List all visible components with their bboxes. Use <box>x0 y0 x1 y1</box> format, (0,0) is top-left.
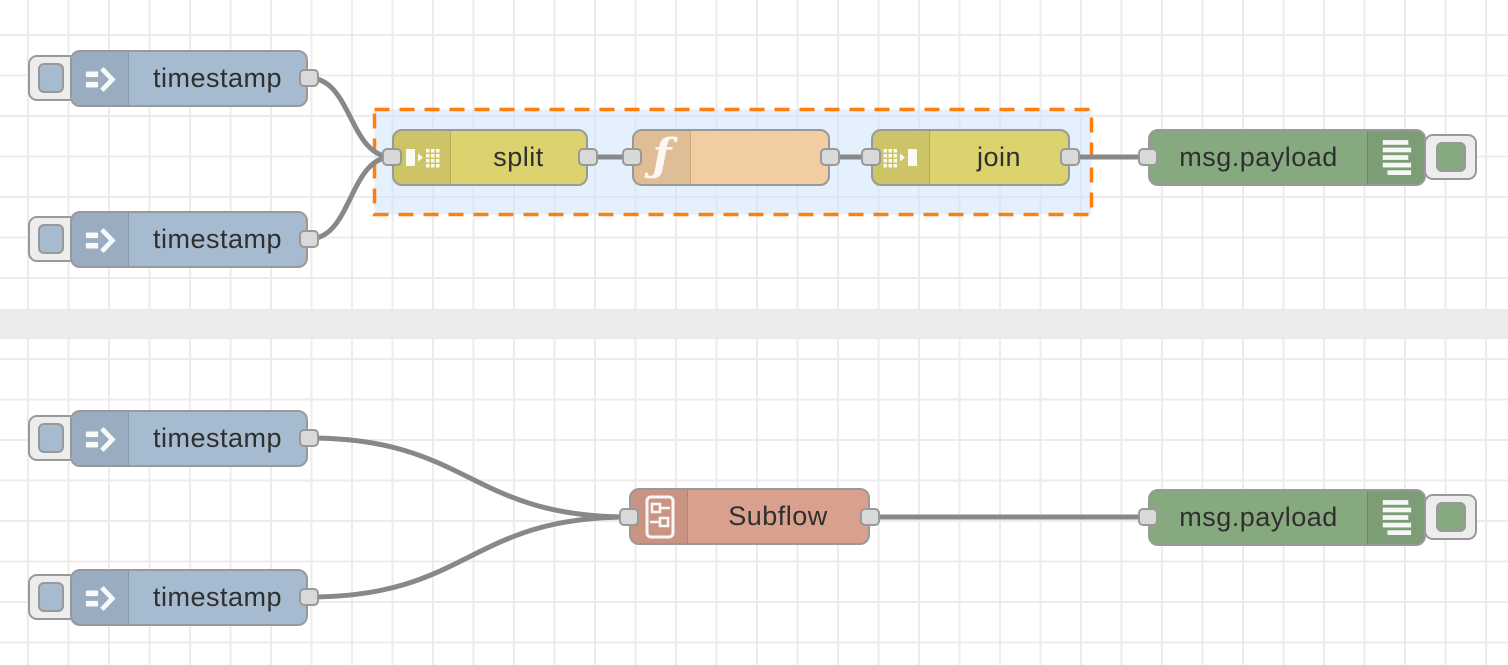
inject-button-face[interactable] <box>38 63 64 93</box>
wire-inject3-subflow[interactable] <box>306 435 632 520</box>
function-f-icon: ƒ <box>652 129 672 181</box>
output-port[interactable] <box>299 429 319 447</box>
node-label: msg.payload <box>1179 502 1338 532</box>
node-inject-4[interactable]: timestamp <box>70 569 308 626</box>
inject-button[interactable] <box>28 415 78 461</box>
input-port[interactable] <box>622 148 642 166</box>
node-label: msg.payload <box>1179 142 1338 172</box>
wire-inject4-subflow[interactable] <box>306 514 632 600</box>
node-split[interactable]: split <box>392 129 588 186</box>
node-label: timestamp <box>152 582 283 612</box>
input-port[interactable] <box>382 148 402 166</box>
node-label: timestamp <box>152 224 283 254</box>
node-inject-1[interactable]: timestamp <box>70 50 308 107</box>
input-port[interactable] <box>861 148 881 166</box>
output-port[interactable] <box>860 508 880 526</box>
inject-icon-area <box>72 52 129 105</box>
debug-lines-icon <box>1382 499 1412 535</box>
node-inject-2[interactable]: timestamp <box>70 211 308 268</box>
inject-button-face[interactable] <box>38 224 64 254</box>
input-port[interactable] <box>619 508 639 526</box>
node-label <box>691 131 828 184</box>
function-icon-area: ƒ <box>634 131 691 184</box>
wire-inject1-split[interactable] <box>306 75 395 160</box>
inject-button-face[interactable] <box>38 582 64 612</box>
node-label: Subflow <box>728 501 828 531</box>
split-icon-area <box>394 131 451 184</box>
inject-icon-area <box>72 213 129 266</box>
inject-arrow-icon <box>85 66 116 92</box>
output-port[interactable] <box>299 588 319 606</box>
node-label: timestamp <box>152 423 283 453</box>
debug-icon-area <box>1367 131 1424 184</box>
debug-toggle-button[interactable] <box>1424 494 1477 540</box>
subflow-icon <box>645 495 675 538</box>
node-subflow[interactable]: Subflow <box>629 488 870 545</box>
node-debug-1[interactable]: msg.payload <box>1148 129 1426 186</box>
debug-icon-area <box>1367 491 1424 544</box>
output-port[interactable] <box>578 148 598 166</box>
inject-icon-area <box>72 412 129 465</box>
inject-button-face[interactable] <box>38 423 64 453</box>
join-icon <box>883 148 917 167</box>
output-port[interactable] <box>299 69 319 87</box>
debug-lines-icon <box>1382 139 1412 175</box>
inject-button[interactable] <box>28 216 78 262</box>
wire-inject2-split[interactable] <box>306 154 395 242</box>
node-function[interactable]: ƒ <box>632 129 830 186</box>
join-icon-area <box>873 131 930 184</box>
split-icon <box>406 148 440 167</box>
node-label: join <box>976 142 1022 172</box>
node-label: timestamp <box>152 63 283 93</box>
inject-icon-area <box>72 571 129 624</box>
flow-divider <box>0 309 1508 339</box>
inject-button[interactable] <box>28 574 78 620</box>
output-port[interactable] <box>1060 148 1080 166</box>
inject-arrow-icon <box>85 227 116 253</box>
inject-arrow-icon <box>85 585 116 611</box>
node-inject-3[interactable]: timestamp <box>70 410 308 467</box>
inject-arrow-icon <box>85 426 116 452</box>
output-port[interactable] <box>299 230 319 248</box>
output-port[interactable] <box>820 148 840 166</box>
input-port[interactable] <box>1138 508 1158 526</box>
debug-toggle-face[interactable] <box>1436 502 1466 532</box>
node-join[interactable]: join <box>871 129 1070 186</box>
node-debug-2[interactable]: msg.payload <box>1148 489 1426 546</box>
input-port[interactable] <box>1138 148 1158 166</box>
subflow-icon-area <box>631 490 688 543</box>
debug-toggle-face[interactable] <box>1436 142 1466 172</box>
node-label: split <box>493 142 544 172</box>
